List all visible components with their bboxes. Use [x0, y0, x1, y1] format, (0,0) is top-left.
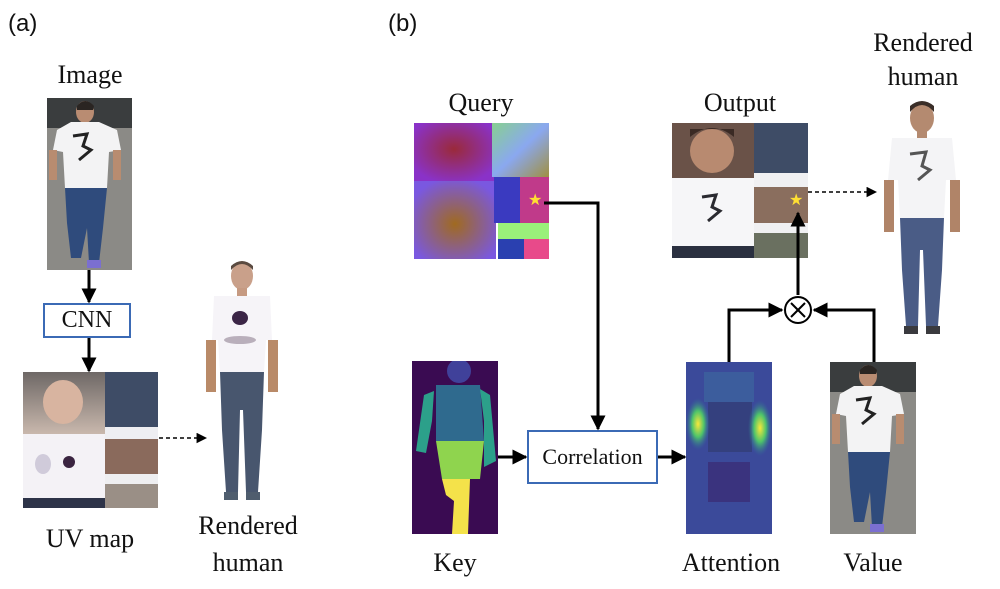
query-title: Query — [448, 88, 514, 117]
arrow-attention-to-multiply — [727, 302, 784, 362]
rendered-human-b-title-line1: Rendered — [873, 28, 973, 57]
rendered-human-a-title-line2: human — [212, 548, 284, 577]
key-title: Key — [433, 548, 477, 577]
output-uv-image — [672, 123, 808, 258]
rendered-human-a-title-line1: Rendered — [198, 511, 298, 540]
uv-map-drawing — [23, 372, 158, 508]
key-segmentation-map — [412, 361, 498, 534]
output-star-icon: ★ — [789, 192, 804, 209]
attention-image — [686, 362, 772, 534]
arrow-query-to-correlation — [544, 201, 606, 431]
input-person-image — [47, 98, 132, 270]
value-title: Value — [843, 548, 903, 577]
correlation-box: Correlation — [527, 430, 658, 484]
attention-heatmap — [686, 362, 772, 534]
panel-b-label: (b) — [388, 10, 418, 37]
rendered-human-a-drawing — [206, 261, 278, 500]
cnn-label: CNN — [61, 307, 113, 333]
cross-icon — [790, 302, 806, 318]
correlation-label: Correlation — [542, 444, 643, 469]
uv-map-image — [23, 372, 158, 508]
output-title: Output — [703, 88, 777, 117]
query-star-icon: ★ — [528, 192, 543, 209]
attention-title: Attention — [681, 548, 781, 577]
output-uv-drawing — [672, 123, 808, 258]
query-color-map — [414, 123, 549, 259]
cnn-box: CNN — [43, 303, 131, 338]
rendered-human-b-title-line2: human — [887, 62, 959, 91]
rendered-human-b-image — [880, 100, 965, 340]
input-person-drawing — [47, 98, 132, 270]
rendered-human-a-image — [200, 260, 285, 508]
value-image — [830, 362, 916, 534]
panel-a-label: (a) — [8, 10, 38, 37]
key-image — [412, 361, 498, 534]
image-title: Image — [57, 60, 123, 89]
value-person-drawing — [830, 362, 916, 534]
query-image — [414, 123, 549, 259]
uv-map-title: UV map — [45, 524, 135, 553]
multiply-operator-icon — [784, 296, 812, 324]
arrow-value-to-multiply — [812, 302, 876, 362]
rendered-human-b-drawing — [884, 101, 960, 334]
